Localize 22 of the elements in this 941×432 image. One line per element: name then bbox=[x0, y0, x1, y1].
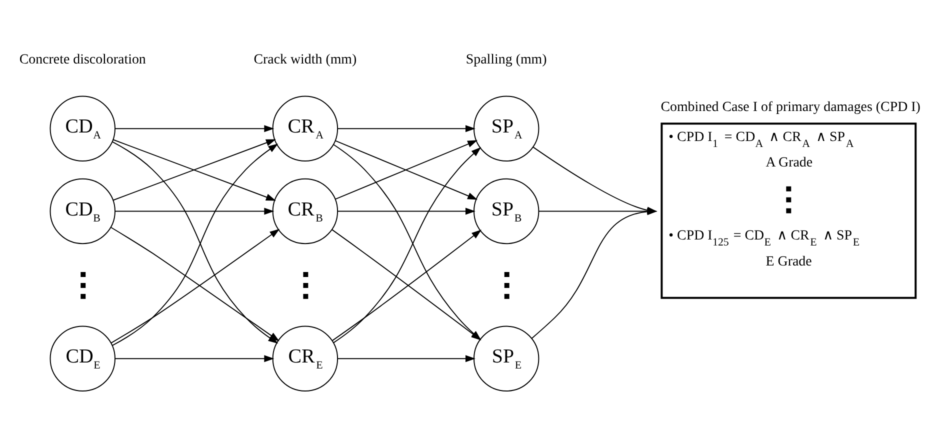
node-circle: CR$_{A}$ bbox=[272, 95, 338, 161]
node-circle: CD$_{B}$ bbox=[50, 178, 116, 244]
arrow bbox=[337, 354, 476, 362]
arrow bbox=[337, 207, 476, 214]
arrow bbox=[114, 124, 274, 132]
node-circle: CR$_{B}$ bbox=[272, 178, 338, 244]
label: Concrete discoloration bbox=[19, 52, 146, 68]
arrow bbox=[114, 354, 274, 362]
node-box: • CPD I$_{1}$ = CD$_{A}$ ∧ CR$_{A}$ ∧ SP$_{A}$ A Grade • CPD I$_{125}$ = CD$_{E}$ ∧ CR$_{E}$ ∧ SP$_{E}$ E Grade bbox=[660, 122, 917, 298]
node-circle: CR$_{E}$ bbox=[272, 325, 338, 392]
node-circle: SP$_{A}$ bbox=[473, 95, 540, 161]
label: Spalling (mm) bbox=[466, 52, 547, 68]
arrow bbox=[112, 138, 276, 200]
node-label: Combined Case I of primary damages (CPD I) bbox=[660, 99, 920, 114]
label: Crack width (mm) bbox=[254, 52, 357, 68]
arrow bbox=[337, 124, 476, 132]
arrow bbox=[335, 140, 478, 200]
node-circle: SP$_{E}$ bbox=[473, 325, 540, 392]
arrow bbox=[114, 207, 274, 214]
node-circle: SP$_{B}$ bbox=[473, 178, 540, 244]
node-circle: CD$_{A}$ bbox=[50, 95, 116, 161]
node-circle: CD$_{E}$ bbox=[50, 325, 116, 392]
